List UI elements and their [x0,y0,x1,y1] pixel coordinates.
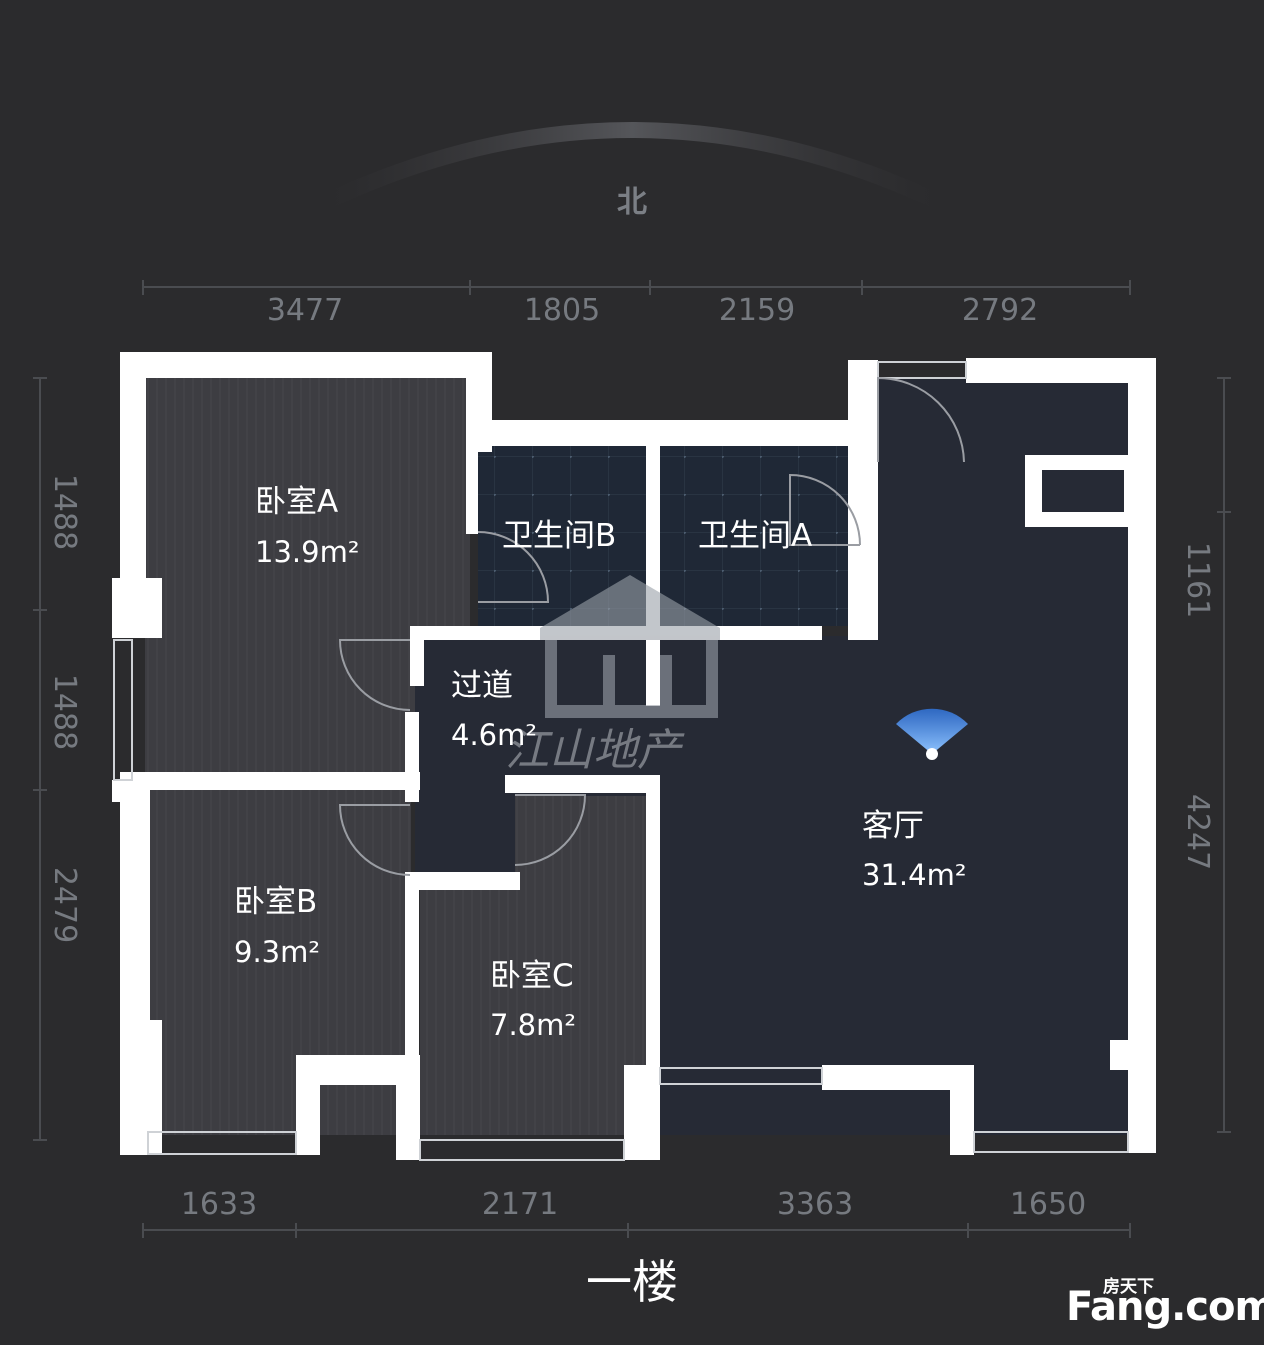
compass-north-label: 北 [617,185,647,220]
wall-left-lower [120,790,150,1020]
corridor-floor-lower [415,790,515,882]
wall-top-bedroom-a [120,352,492,378]
window-bedroom-a [113,639,133,781]
dim-bottom-1: 1633 [181,1187,257,1222]
brand-logo: 房天下 Fang.com [1066,1276,1264,1330]
wall-bedroom-b-top-right [405,712,419,802]
wall-corridor-top-right [852,626,874,640]
dim-bottom-3: 3363 [777,1187,853,1222]
walls [112,352,1156,1160]
room-bedroom-c-name: 卧室C [490,958,574,994]
door-bedroom-c [514,794,587,866]
wall-corridor-right [646,636,660,706]
entry-door-frame [877,361,967,379]
room-bedroom-a-area: 13.9m² [255,535,359,569]
room-bathroom-b-name: 卫生间B [502,518,616,554]
bottom-dimension-line [142,1223,1131,1238]
wall-bottom-c-right [624,1065,660,1160]
dim-top-3: 2159 [719,293,795,328]
wall-left-upper [120,352,146,602]
wall-bath-b-left [466,446,478,534]
dim-left-2: 1488 [47,674,82,750]
wall-living-bottom-mid [822,1065,974,1090]
room-bedroom-b-area: 9.3m² [234,935,320,969]
left-dimension-line [33,377,47,1141]
wall-bedroom-c-right [646,775,660,1070]
wall-bath-divider [646,446,660,626]
door-bedroom-b [338,804,411,876]
compass-arc [322,122,942,208]
window-bedroom-b [147,1131,297,1155]
wall-column-inner [1042,470,1124,512]
window-living-left [659,1067,823,1085]
wall-b-c-divider [405,872,419,1092]
room-corridor-name: 过道 [451,668,513,704]
door-bathroom-b [477,531,550,603]
top-dimension-line [142,280,1131,295]
windows [113,361,1129,1161]
door-entry [877,376,965,463]
wall-top-right [966,358,1156,383]
right-dimension-line [1217,377,1231,1133]
dim-top-1: 3477 [267,293,343,328]
wall-living-bottom-right [950,1065,974,1155]
wall-corridor-left-top [410,626,424,686]
watermark-text: 江山地产 [505,725,685,776]
dim-left-1: 1488 [47,474,82,550]
room-bedroom-b-name: 卧室B [234,884,317,920]
wall-right-notch [1110,1040,1156,1070]
dim-right-2: 4247 [1180,794,1215,870]
dim-top-4: 2792 [962,293,1038,328]
brand-big-text: Fang.com [1066,1284,1264,1330]
door-bedroom-a [338,639,411,711]
wall-left-notch [112,578,162,638]
wall-bump-left [296,1055,320,1155]
floor-title: 一楼 [586,1255,678,1309]
room-bathroom-a-name: 卫生间A [698,518,812,554]
compass: 北 [322,122,942,220]
wall-bath-a-right [848,360,878,640]
wall-bath-top [466,420,874,446]
wall-entry-left [848,360,878,385]
dim-top-2: 1805 [524,293,600,328]
room-living-name: 客厅 [862,808,924,844]
wall-bump-right [396,1055,420,1160]
wall-left-bottom [120,1020,162,1155]
room-floors [145,378,1130,1135]
dim-left-3: 2479 [47,867,82,943]
room-bedroom-c-area: 7.8m² [490,1008,576,1042]
window-bedroom-c [419,1139,625,1161]
door-bathroom-a [789,473,861,546]
room-corridor-area: 4.6m² [451,718,537,752]
wall-bedroom-c-top [505,775,660,793]
door-swings [338,376,965,876]
dim-right-1: 1161 [1180,542,1215,618]
wall-right [1128,358,1156,1153]
bathroom-a-floor [660,446,862,626]
house-logo-icon [540,575,720,718]
wifi-view-icon [896,708,968,760]
window-living-right [973,1131,1129,1153]
living-room-floor [660,378,1130,1135]
brand-small-text: 房天下 [1103,1276,1154,1297]
wall-corridor-bottom [410,872,520,890]
room-bedroom-a-name: 卧室A [255,484,338,520]
wall-mid-horizontal [120,772,420,790]
room-living-area: 31.4m² [862,858,966,892]
dim-bottom-2: 2171 [482,1187,558,1222]
dim-bottom-4: 1650 [1010,1187,1086,1222]
